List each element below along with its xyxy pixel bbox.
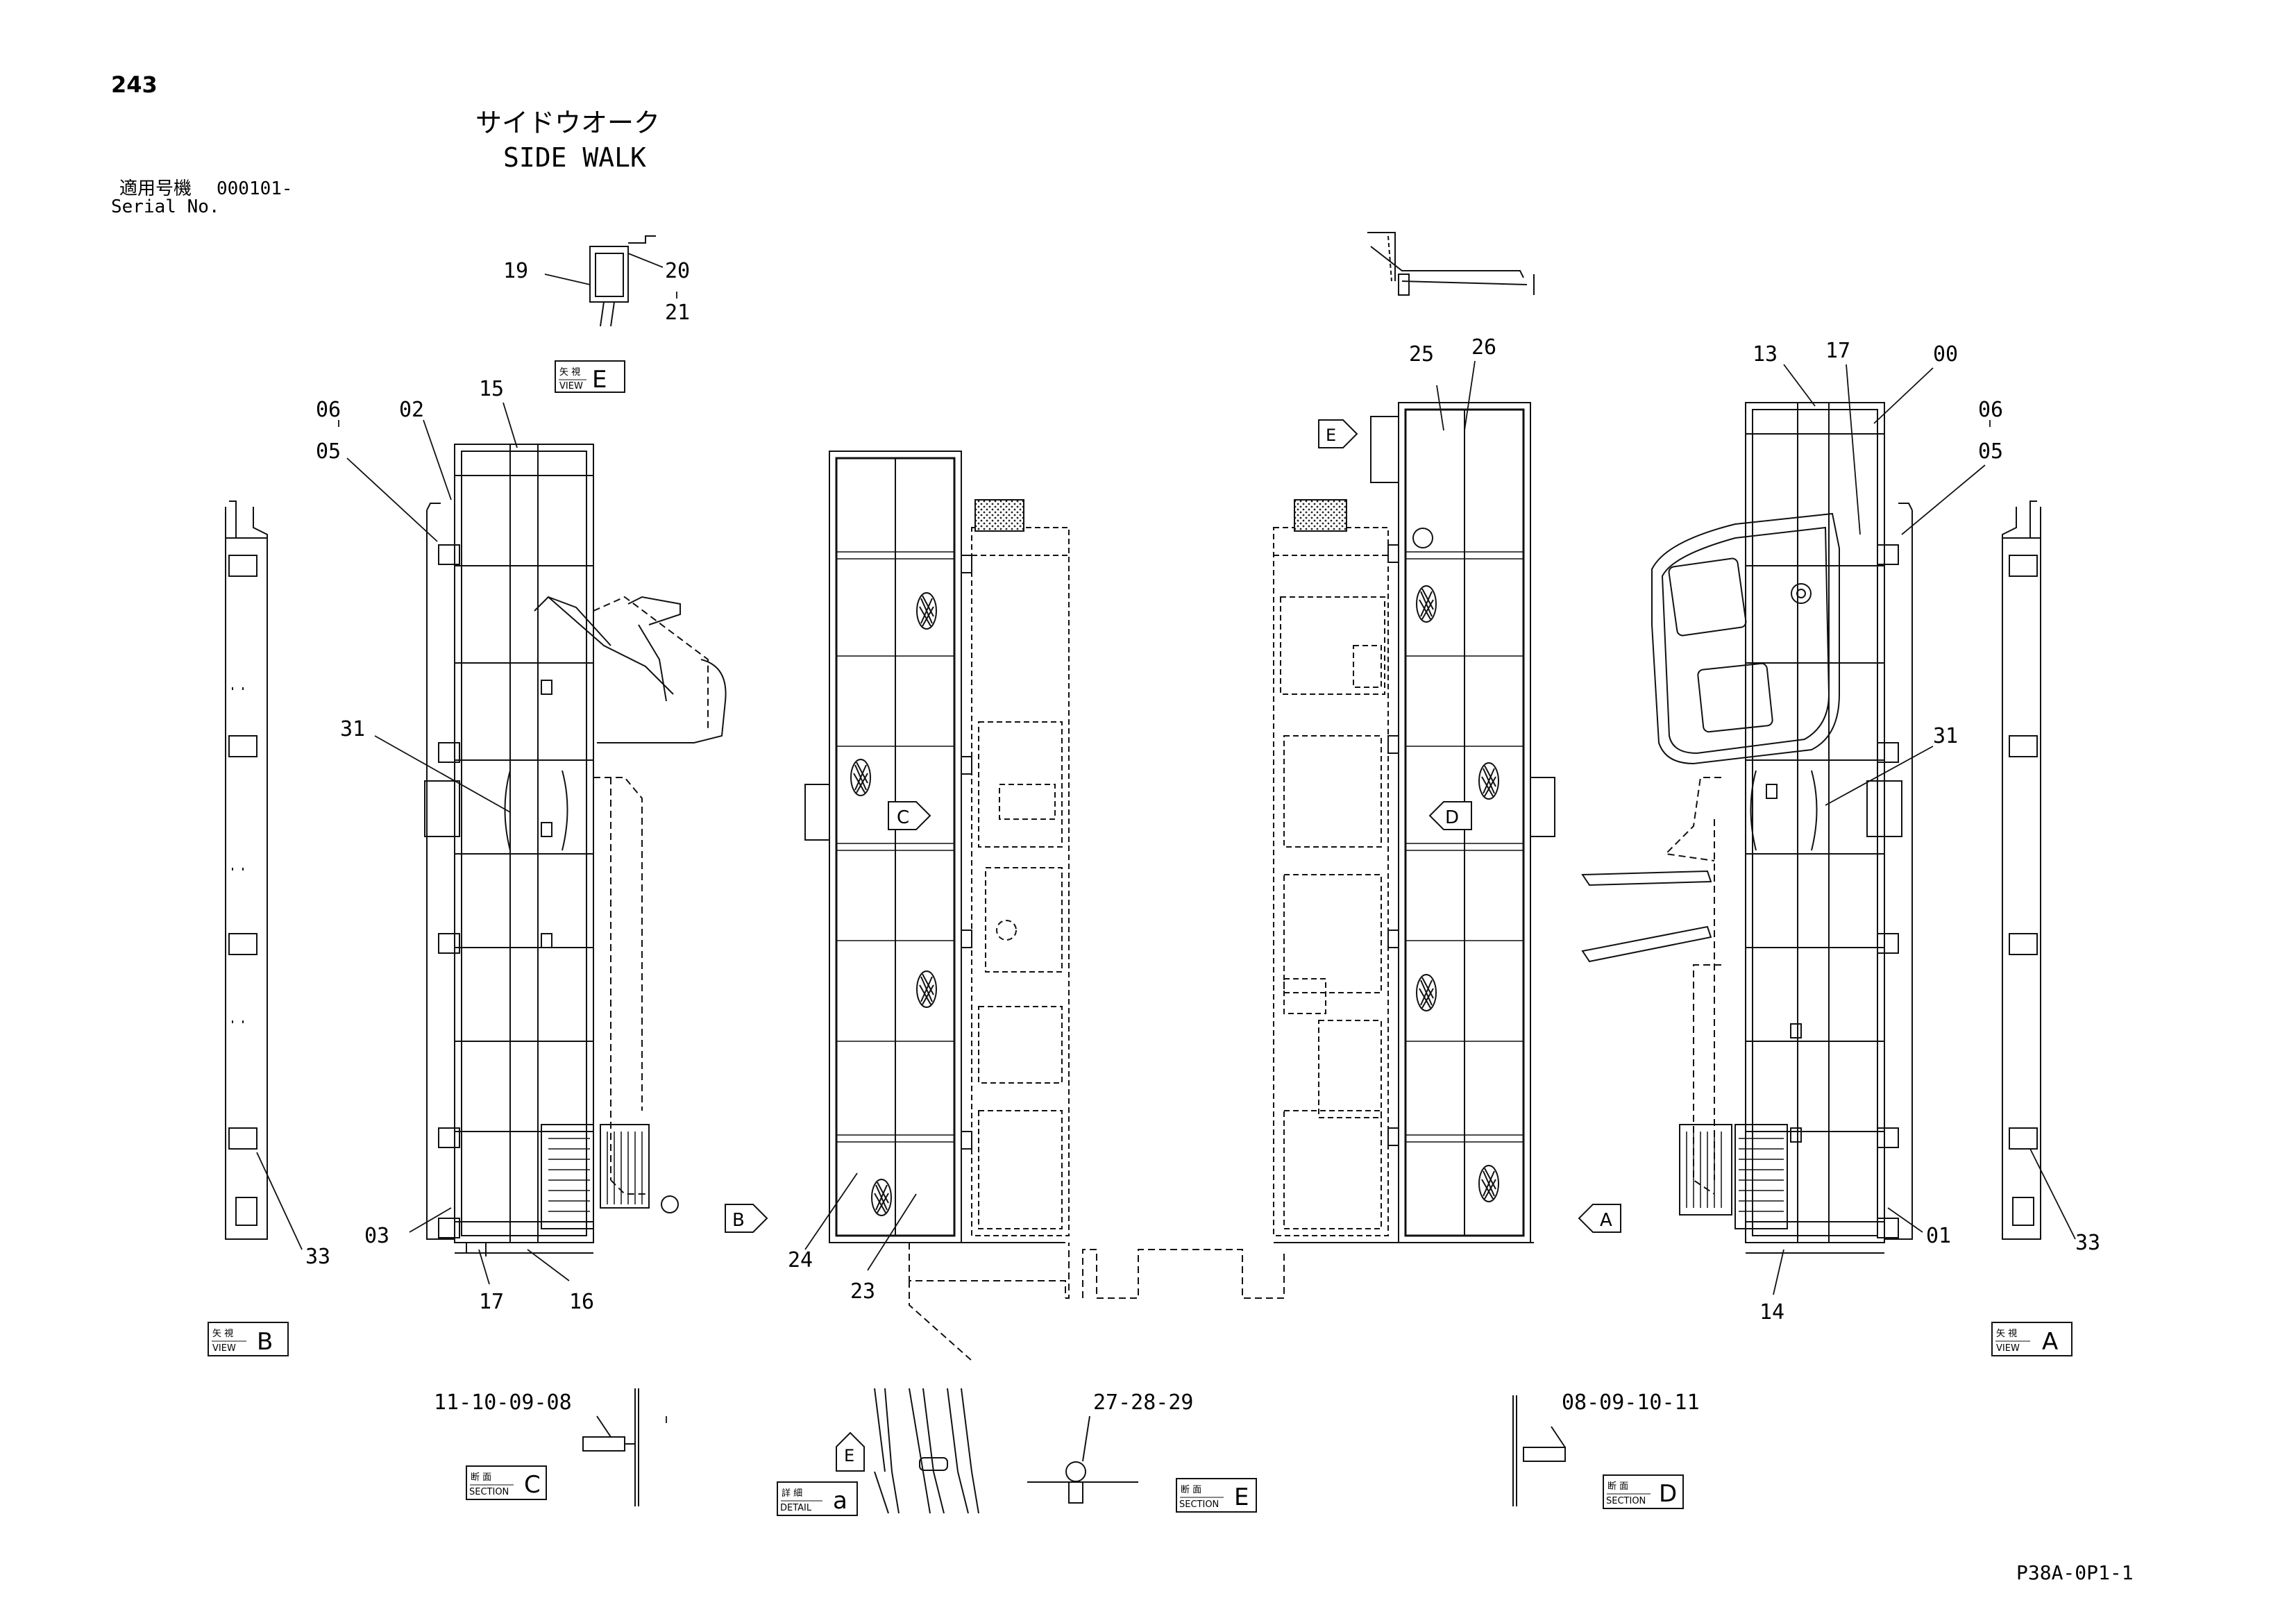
svg-text:詳 細: 詳 細 [782,1488,802,1499]
callout-19: 19 [503,259,528,283]
svg-text:D: D [1659,1480,1677,1508]
leader-lines [256,253,2076,1423]
callout-01: 01 [1926,1224,1951,1248]
top-railing-sketch [1367,232,1535,296]
callout-labels: 19 20 21 06 05 02 15 31 03 33 17 16 24 2… [305,259,2100,1415]
title-japanese: サイドウオーク [475,108,660,138]
callout-14: 14 [1759,1300,1784,1325]
svg-text:矢 視: 矢 視 [559,367,580,378]
view-e-detail-sketch [589,235,656,327]
callout-06-right: 06 [1978,398,2003,422]
callout-02: 02 [399,398,424,422]
svg-text:VIEW: VIEW [559,381,583,392]
callout-16: 16 [569,1290,594,1314]
serial-label-en: Serial No. [111,196,220,217]
svg-text:B: B [732,1210,745,1231]
serial-label-jp: 適用号機 [119,178,192,199]
view-box-e: 矢 視 VIEW E [555,360,625,394]
callout-31-left: 31 [340,717,365,741]
center-left-plan-view [804,451,1285,1361]
callout-06-left: 06 [316,398,341,422]
svg-text:C: C [897,807,909,828]
svg-text:SECTION: SECTION [469,1487,509,1497]
callout-15: 15 [479,377,504,401]
callout-05-right: 05 [1978,439,2003,464]
view-box-a: 矢 視 VIEW A [1991,1322,2073,1356]
serial-value: 000101- [217,178,293,199]
drawing-code: P38A-0P1-1 [2016,1561,2134,1584]
page-number: 243 [111,72,158,98]
left-side-plate [225,501,268,1240]
svg-text:DETAIL: DETAIL [780,1503,812,1513]
svg-text:a: a [833,1487,847,1515]
callout-05-left: 05 [316,439,341,464]
callout-sec-c-parts: 11-10-09-08 [434,1390,572,1415]
callout-33-left: 33 [305,1245,330,1269]
arrow-marker-a: A [1578,1204,1621,1233]
svg-text:矢 視: 矢 視 [1996,1329,2017,1339]
svg-text:VIEW: VIEW [1996,1343,2020,1354]
svg-text:SECTION: SECTION [1606,1496,1646,1506]
callout-00: 00 [1933,342,1958,367]
svg-text:E: E [592,366,607,394]
section-d-sketch [1512,1395,1566,1506]
arrow-marker-e-detail: E [836,1431,865,1472]
callout-31-right: 31 [1933,724,1958,748]
callout-03: 03 [364,1224,389,1248]
callout-21: 21 [665,301,690,325]
svg-text:C: C [524,1471,541,1499]
section-box-c: 断 面 SECTION C [466,1465,547,1500]
view-box-b: 矢 視 VIEW B [208,1322,289,1356]
svg-text:E: E [844,1446,854,1465]
center-right-plan-view [1273,402,1555,1243]
callout-23: 23 [850,1279,875,1304]
svg-text:D: D [1445,807,1459,828]
right-side-plate [2002,501,2041,1240]
svg-text:A: A [1600,1210,1612,1231]
callout-20: 20 [665,259,690,283]
arrow-marker-e-top: E [1318,419,1358,448]
section-box-e: 断 面 SECTION E [1176,1478,1257,1513]
svg-text:SECTION: SECTION [1179,1499,1219,1510]
arrow-marker-d: D [1428,801,1472,830]
section-box-d: 断 面 SECTION D [1603,1474,1684,1509]
svg-text:断 面: 断 面 [471,1472,491,1483]
svg-text:B: B [257,1328,273,1356]
section-e-sketch [1027,1415,1138,1504]
svg-text:矢 視: 矢 視 [212,1329,233,1339]
callout-24: 24 [788,1248,813,1272]
callout-17-left: 17 [479,1290,504,1314]
svg-text:断 面: 断 面 [1607,1481,1628,1492]
callout-25: 25 [1409,342,1434,367]
callout-26: 26 [1471,335,1496,360]
callout-17-right: 17 [1825,339,1850,363]
detail-box-a: 詳 細 DETAIL a [777,1481,858,1516]
callout-13: 13 [1753,342,1778,367]
right-walkway-view-a [1581,402,1913,1254]
callout-sec-e-parts: 27-28-29 [1093,1390,1194,1415]
svg-text:E: E [1234,1483,1249,1511]
title-english: SIDE WALK [503,142,646,173]
svg-text:断 面: 断 面 [1181,1485,1201,1495]
arrow-marker-c: C [888,801,931,830]
svg-text:VIEW: VIEW [212,1343,236,1354]
section-c-sketch [582,1388,639,1506]
callout-33-right: 33 [2075,1231,2100,1255]
left-walkway-view-b [424,444,727,1256]
arrow-marker-b: B [725,1204,768,1233]
detail-a-sketch [874,1388,979,1514]
callout-sec-d-parts: 08-09-10-11 [1562,1390,1700,1415]
svg-text:A: A [2042,1328,2058,1356]
svg-text:E: E [1326,426,1336,445]
